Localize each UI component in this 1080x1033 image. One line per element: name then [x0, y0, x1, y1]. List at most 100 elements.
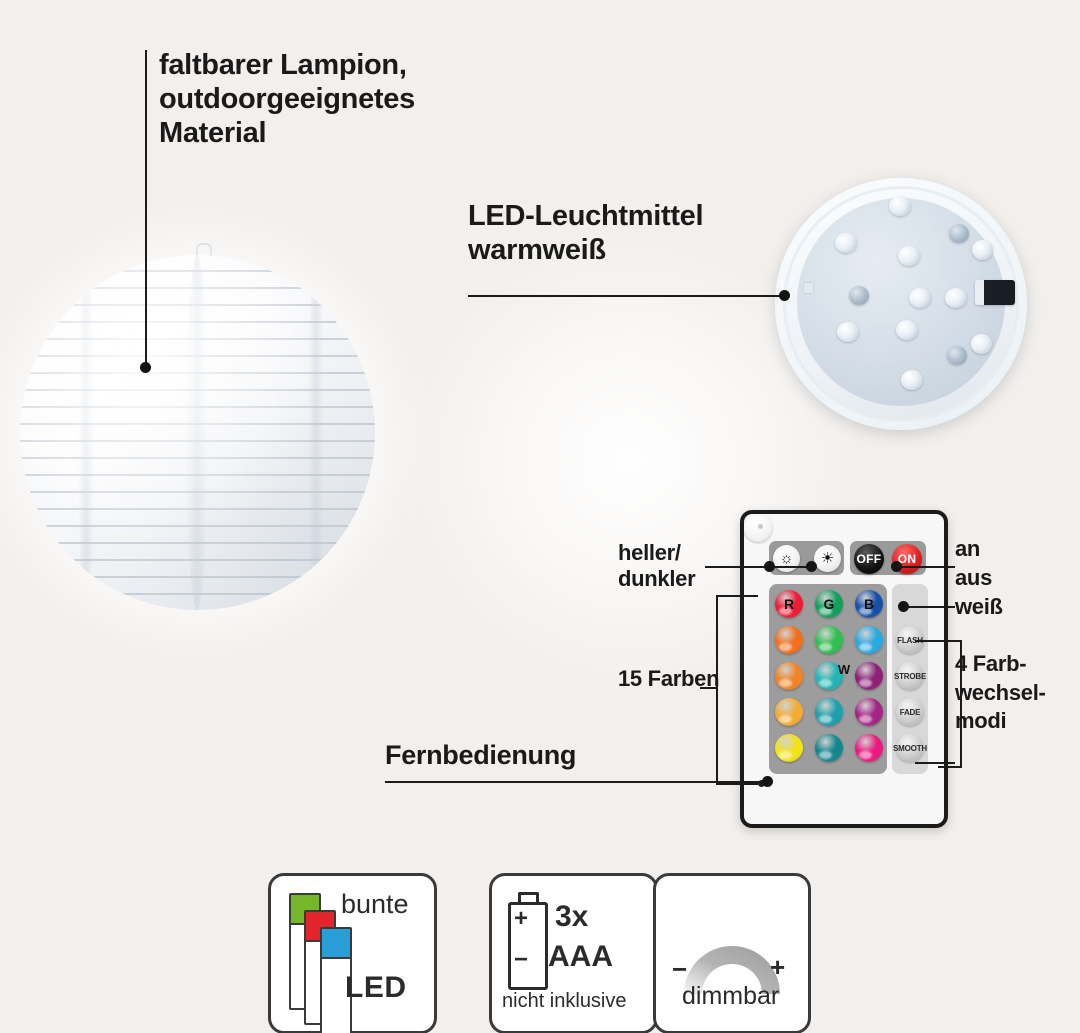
puck-contact-tab — [803, 282, 814, 294]
feature-box-dimmer: − + dimmbar — [653, 873, 811, 1033]
callout-off: aus — [955, 565, 993, 590]
led-chip-blue — [320, 927, 352, 959]
leader-line-remote — [385, 781, 767, 783]
leader-dot-power — [891, 561, 902, 572]
strobe-button[interactable]: STROBE — [893, 662, 927, 690]
label-led: LED — [345, 971, 407, 1004]
label-battery-count: 3x — [555, 900, 589, 933]
callout-led-lamp: LED-Leuchtmittel warmweiß — [468, 200, 704, 267]
label-battery-type: AAA — [548, 940, 613, 973]
color-button-g[interactable]: G — [815, 590, 843, 618]
bracket-colors-stub — [700, 687, 718, 689]
leader-line-lantern — [145, 50, 147, 368]
feature-box-battery: + − 3x AAA nicht inklusive — [489, 873, 658, 1033]
sun-large-icon: ☀ — [820, 550, 835, 567]
callout-colors: 15 Farben — [618, 666, 720, 691]
bracket-modes — [938, 640, 962, 768]
led-chip — [889, 196, 911, 216]
led-chip — [945, 288, 967, 308]
color-button[interactable] — [855, 698, 883, 726]
led-puck-light-image — [775, 178, 1027, 430]
leader-line-modes-top — [915, 640, 955, 642]
label-bunte: bunte — [341, 889, 409, 919]
lantern-hook-icon — [196, 243, 212, 261]
flash-label: FLASH — [897, 635, 923, 645]
color-label: G — [823, 596, 835, 612]
puck-controller-chip — [975, 280, 1015, 305]
remote-ir-emitter — [758, 524, 763, 529]
led-chip — [972, 240, 993, 260]
sun-small-icon: ☼ — [779, 550, 794, 567]
fade-button[interactable]: FADE — [896, 698, 924, 726]
color-label: R — [783, 596, 795, 612]
led-chip — [896, 320, 918, 340]
leader-dot-lantern — [140, 362, 151, 373]
leader-line-led — [468, 295, 786, 297]
led-chip — [898, 246, 920, 266]
remote-indicator-led — [758, 780, 765, 787]
leader-line-power — [896, 566, 955, 568]
color-button-r[interactable]: R — [775, 590, 803, 618]
dimmer-minus: − — [672, 954, 688, 984]
power-off-button[interactable]: OFF — [854, 544, 884, 574]
color-button[interactable] — [855, 626, 883, 654]
color-button[interactable] — [815, 662, 843, 690]
led-chip — [901, 370, 923, 390]
battery-body-icon — [508, 902, 548, 990]
leader-dot-led — [779, 290, 790, 301]
smooth-label: SMOOTH — [893, 743, 927, 753]
leader-line-brightness-2 — [770, 566, 812, 568]
color-button[interactable] — [815, 698, 843, 726]
white-button[interactable]: W — [744, 514, 850, 677]
callout-white: weiß — [955, 594, 1003, 619]
battery-cap-icon — [518, 892, 539, 904]
label-dimmbar: dimmbar — [682, 982, 780, 1010]
brighter-button[interactable]: ☀ — [814, 545, 841, 572]
callout-on: an — [955, 536, 981, 561]
feature-box-led: bunte LED — [268, 873, 437, 1033]
led-chip — [837, 322, 859, 342]
smooth-button[interactable]: SMOOTH — [893, 734, 927, 762]
lantern-shading — [20, 255, 375, 610]
color-button[interactable] — [815, 626, 843, 654]
color-button[interactable] — [775, 734, 803, 762]
strobe-label: STROBE — [893, 671, 927, 681]
led-stick-outline — [320, 953, 352, 1033]
callout-lantern: faltbarer Lampion, outdoorgeeignetes Mat… — [159, 49, 415, 150]
battery-minus: − — [514, 946, 529, 973]
color-button[interactable] — [775, 626, 803, 654]
bracket-colors — [716, 595, 758, 785]
on-label: ON — [897, 552, 917, 566]
color-button[interactable] — [855, 662, 883, 690]
off-label: OFF — [856, 552, 882, 566]
led-chip — [909, 288, 931, 308]
color-button[interactable] — [775, 662, 803, 690]
callout-remote: Fernbedienung — [385, 740, 577, 770]
color-button[interactable] — [775, 698, 803, 726]
color-button[interactable] — [815, 734, 843, 762]
leader-dot-dimmer — [764, 561, 775, 572]
leader-line-modes-bottom — [915, 762, 955, 764]
fade-label: FADE — [899, 707, 921, 717]
callout-modes: 4 Farb- wechsel- modi — [955, 651, 1046, 734]
color-button-b[interactable]: B — [855, 590, 883, 618]
color-label: B — [863, 596, 875, 612]
label-battery-note: nicht inklusive — [502, 990, 627, 1012]
paper-lantern-image — [20, 255, 375, 610]
dimmer-arc-icon — [684, 946, 780, 994]
remote-control-image: ☼ ☀ OFF ON R G B W FLASH STROBE FADE S — [740, 510, 948, 828]
callout-brightness: heller/ dunkler — [618, 540, 696, 591]
battery-plus: + — [514, 905, 529, 932]
led-chip — [947, 346, 967, 365]
led-chip — [849, 286, 869, 305]
led-chip — [835, 233, 857, 253]
led-chip — [949, 224, 969, 243]
leader-dot-remote — [762, 776, 773, 787]
leader-dot-white — [898, 601, 909, 612]
puck-disc — [797, 196, 1015, 406]
leader-line-brightness — [705, 566, 770, 568]
leader-dot-brighter — [806, 561, 817, 572]
dimmer-plus: + — [770, 952, 786, 982]
leader-line-white — [903, 606, 955, 608]
color-button[interactable] — [855, 734, 883, 762]
